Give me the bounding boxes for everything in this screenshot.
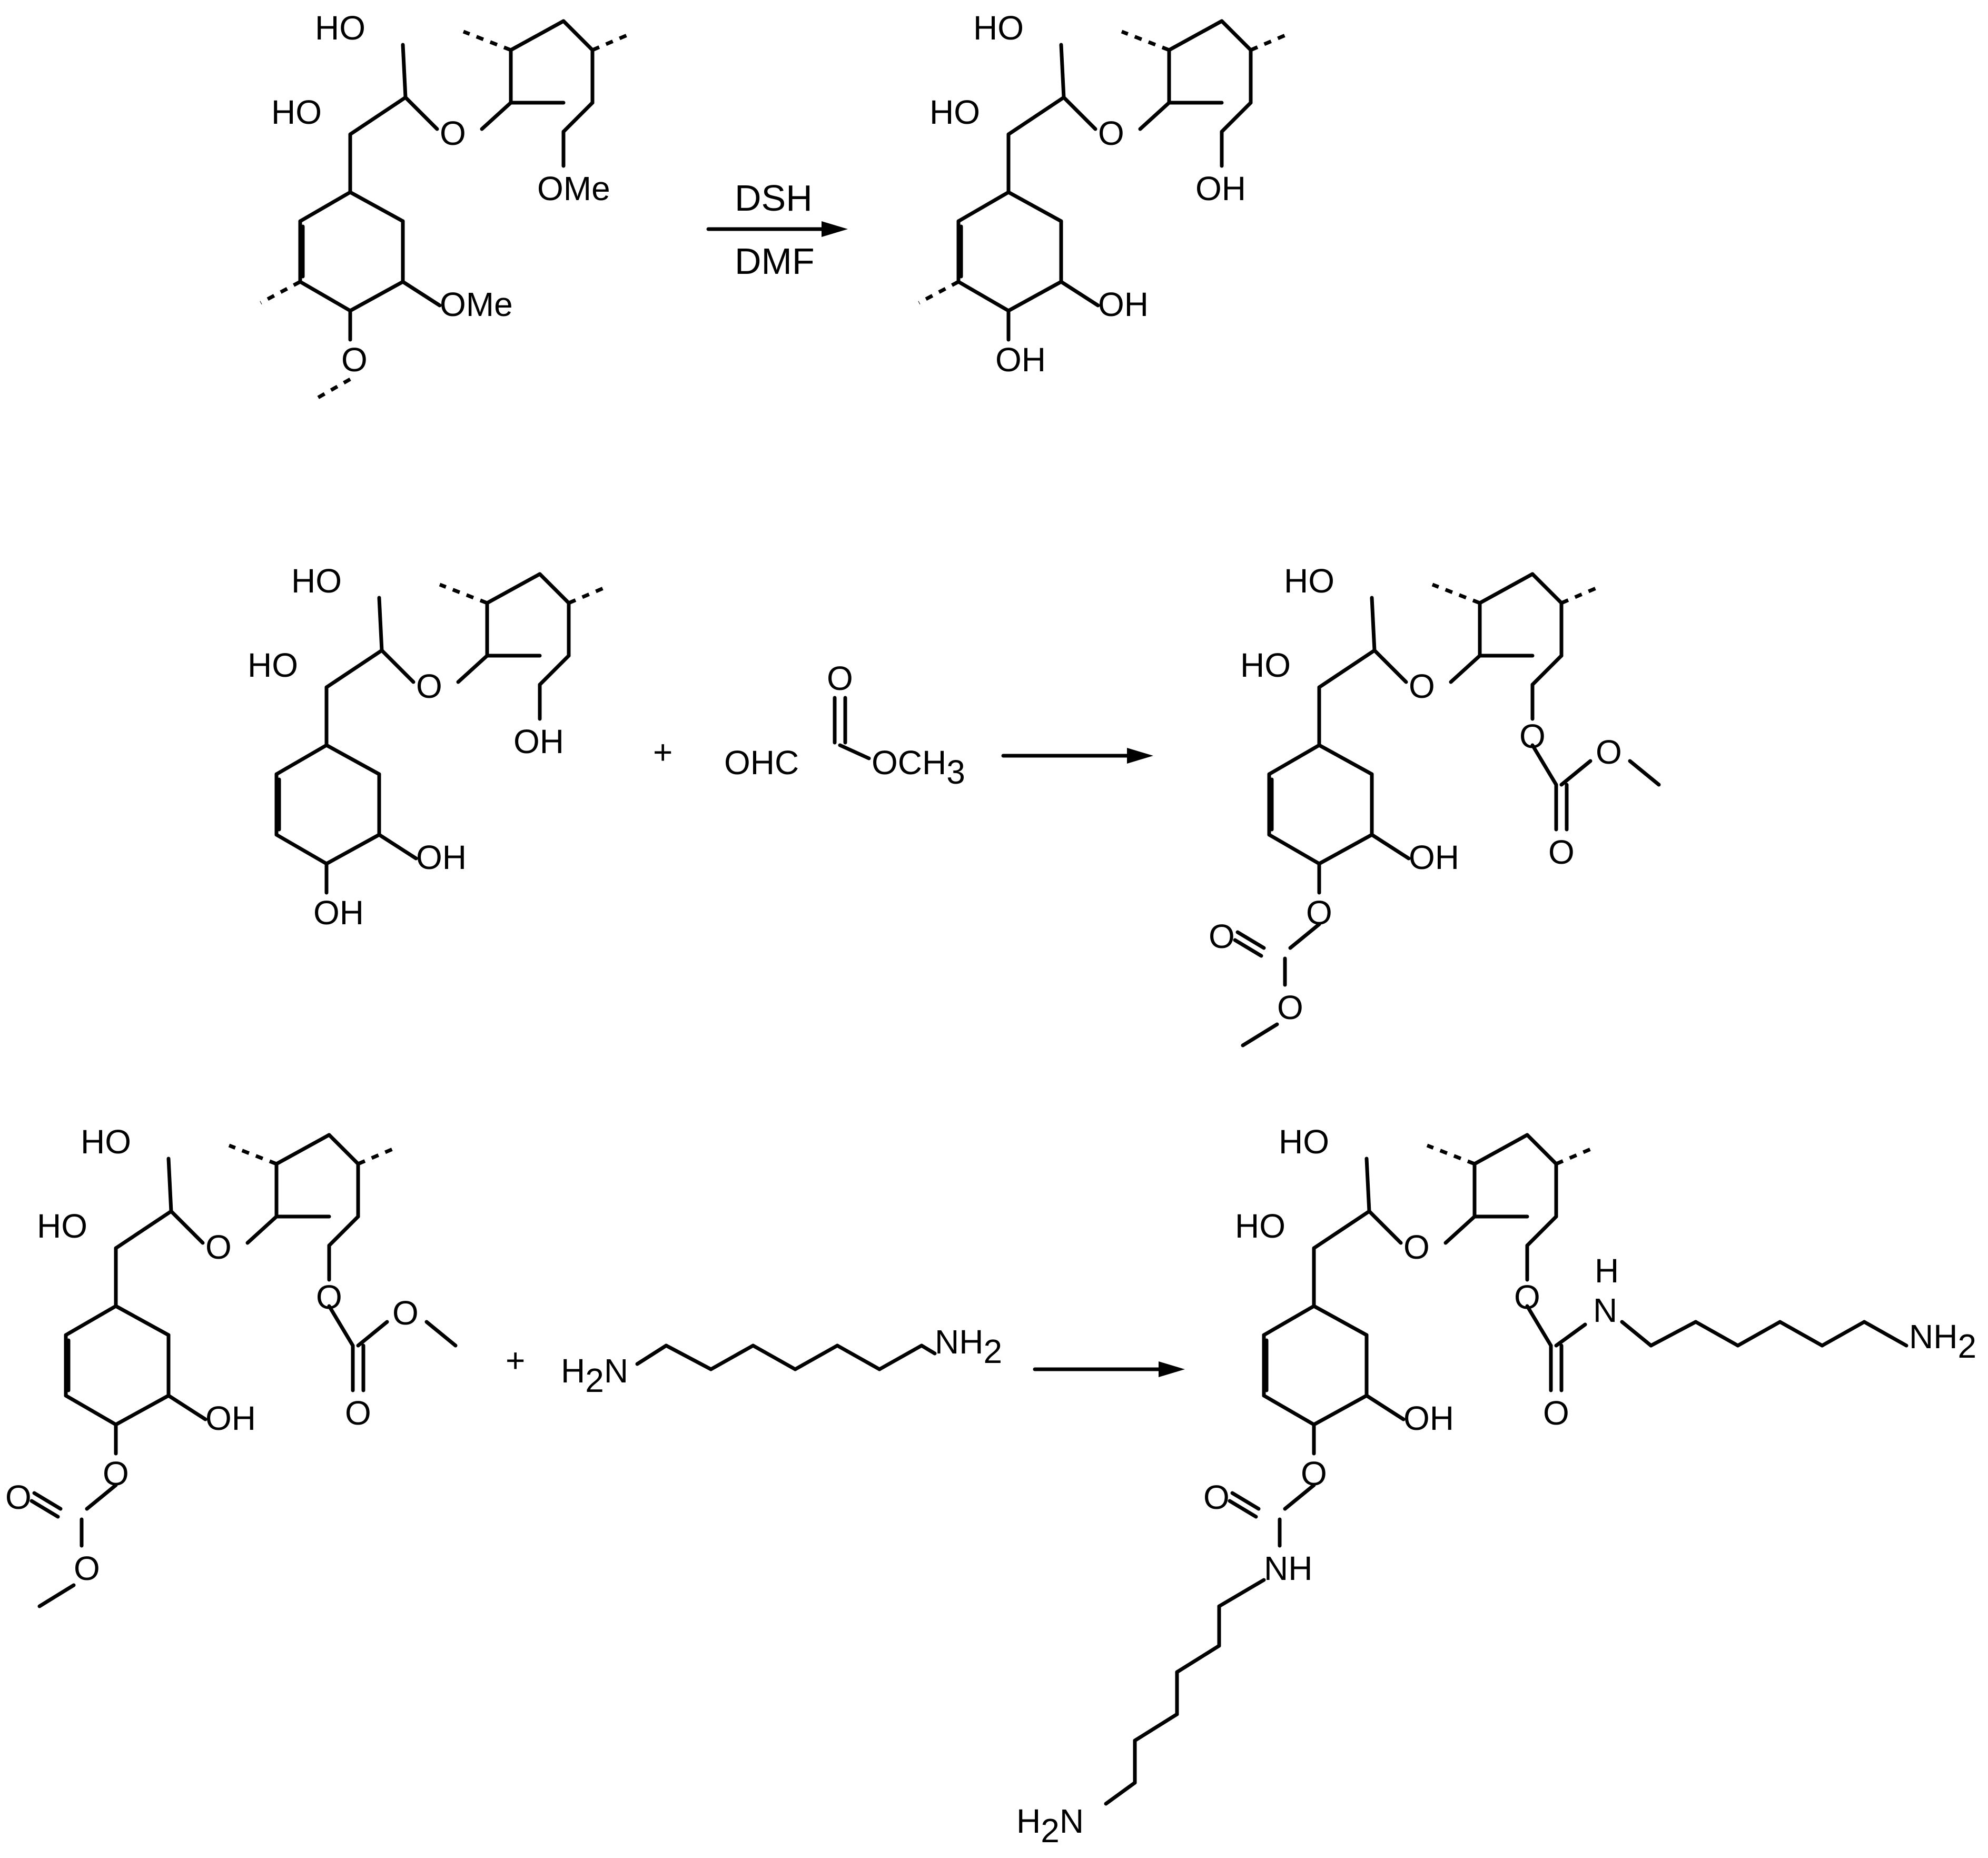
label-o-ether: O [416,667,442,705]
label-o-carbonyl-1: O [1543,1394,1569,1432]
reaction3-arrow [1033,1361,1185,1377]
label-ho-2: HO [37,1207,87,1245]
label-o-carbonyl-2: O [1203,1478,1230,1516]
arrow-head-3 [1159,1361,1185,1377]
label-ho-2: HO [1240,646,1291,684]
label-n-right: N [1593,1291,1617,1329]
label-ho-1: HO [81,1123,131,1161]
reaction2-arrow [1001,748,1153,764]
label-o-carbonate-2: O [1596,733,1622,771]
reagent-ohc: OHC [724,744,799,782]
label-o-ether: O [1098,114,1124,152]
label-ho-2: HO [271,93,322,131]
label-nh-left: NH [1264,1549,1312,1587]
label-o-carbamate-1: O [1514,1278,1540,1316]
label-o-carbamate-2: O [1301,1455,1327,1493]
label-o-carbonate-3: O [1306,894,1332,932]
label-o-carbonate-4: O [74,1549,100,1587]
label-o-carbonate-3: O [103,1455,129,1493]
label-o-phenoxy: O [341,341,368,379]
reaction1-product: HO HO O OH OH OH [918,9,1289,379]
label-ho-1: HO [973,9,1024,47]
reagent-dsh: DSH [735,177,813,219]
reaction2-product: HO HO O O O O O OH O O O [1209,562,1661,1047]
label-h-right: H [1595,1252,1619,1290]
label-o-carbonate-4: O [1277,989,1303,1026]
label-ome-2: OMe [440,285,513,323]
label-o-ether: O [205,1228,232,1266]
label-oh-b: OH [1098,285,1149,323]
arrow-head-1 [822,221,848,237]
label-o-carbonyl-2: O [5,1478,32,1516]
reaction1-reactant: HO HO O OMe OMe O [260,9,630,402]
diamine-nh2: NH2 [935,1323,1002,1370]
label-oh: OH [205,1399,256,1437]
label-o-ether: O [440,114,466,152]
label-ho-2: HO [1235,1207,1285,1245]
reagent-och3: OCH3 [872,744,965,791]
label-ho-2: HO [929,93,980,131]
label-ho-1: HO [1279,1123,1329,1161]
label-ho-1: HO [315,9,365,47]
label-ho-1: HO [1284,562,1334,600]
label-o-carbonyl-1: O [345,1394,371,1432]
reaction2-reagent: + O OHC OCH3 [653,659,965,791]
label-o-ether: O [1409,667,1435,705]
label-oh-c: OH [995,341,1046,379]
reaction2-reactant: HO HO O OH OH OH [248,562,607,932]
plus-sign-1: + [653,733,672,771]
label-oh-b: OH [416,838,467,876]
label-o-carbonate-1: O [1519,717,1546,755]
label-o-carbonate-2: O [392,1294,419,1332]
reaction3-product: HO HO O O H N O OH O O NH H2N NH2 [1016,1123,1976,1850]
label-oh-c: OH [313,894,364,932]
reaction3-reagent: + H2N NH2 [506,1323,1002,1399]
label-ho-2: HO [248,646,298,684]
label-nh2-right: NH2 [1909,1318,1976,1365]
label-oh: OH [1403,1399,1454,1437]
reagent-carbonyl-o: O [827,659,853,697]
label-h2n-left: H2N [1016,1802,1084,1850]
label-oh: OH [1409,838,1459,876]
label-o-ether: O [1403,1228,1430,1266]
reagent-dmf: DMF [735,241,815,282]
reaction1-arrow: DSH DMF [706,177,848,282]
label-oh-a: OH [1195,170,1246,207]
arrow-head-2 [1127,748,1153,764]
label-o-carbonyl-1: O [1548,833,1575,871]
reaction3-reactant: HO HO O O O O O OH O O O [5,1123,458,1608]
diamine-h2n: H2N [561,1352,628,1399]
label-o-carbonyl-2: O [1209,917,1235,955]
plus-sign-2: + [506,1341,525,1379]
label-ome-1: OMe [537,170,610,207]
label-o-carbonate-1: O [316,1278,342,1316]
label-oh-a: OH [513,723,564,760]
label-ho-1: HO [291,562,342,600]
